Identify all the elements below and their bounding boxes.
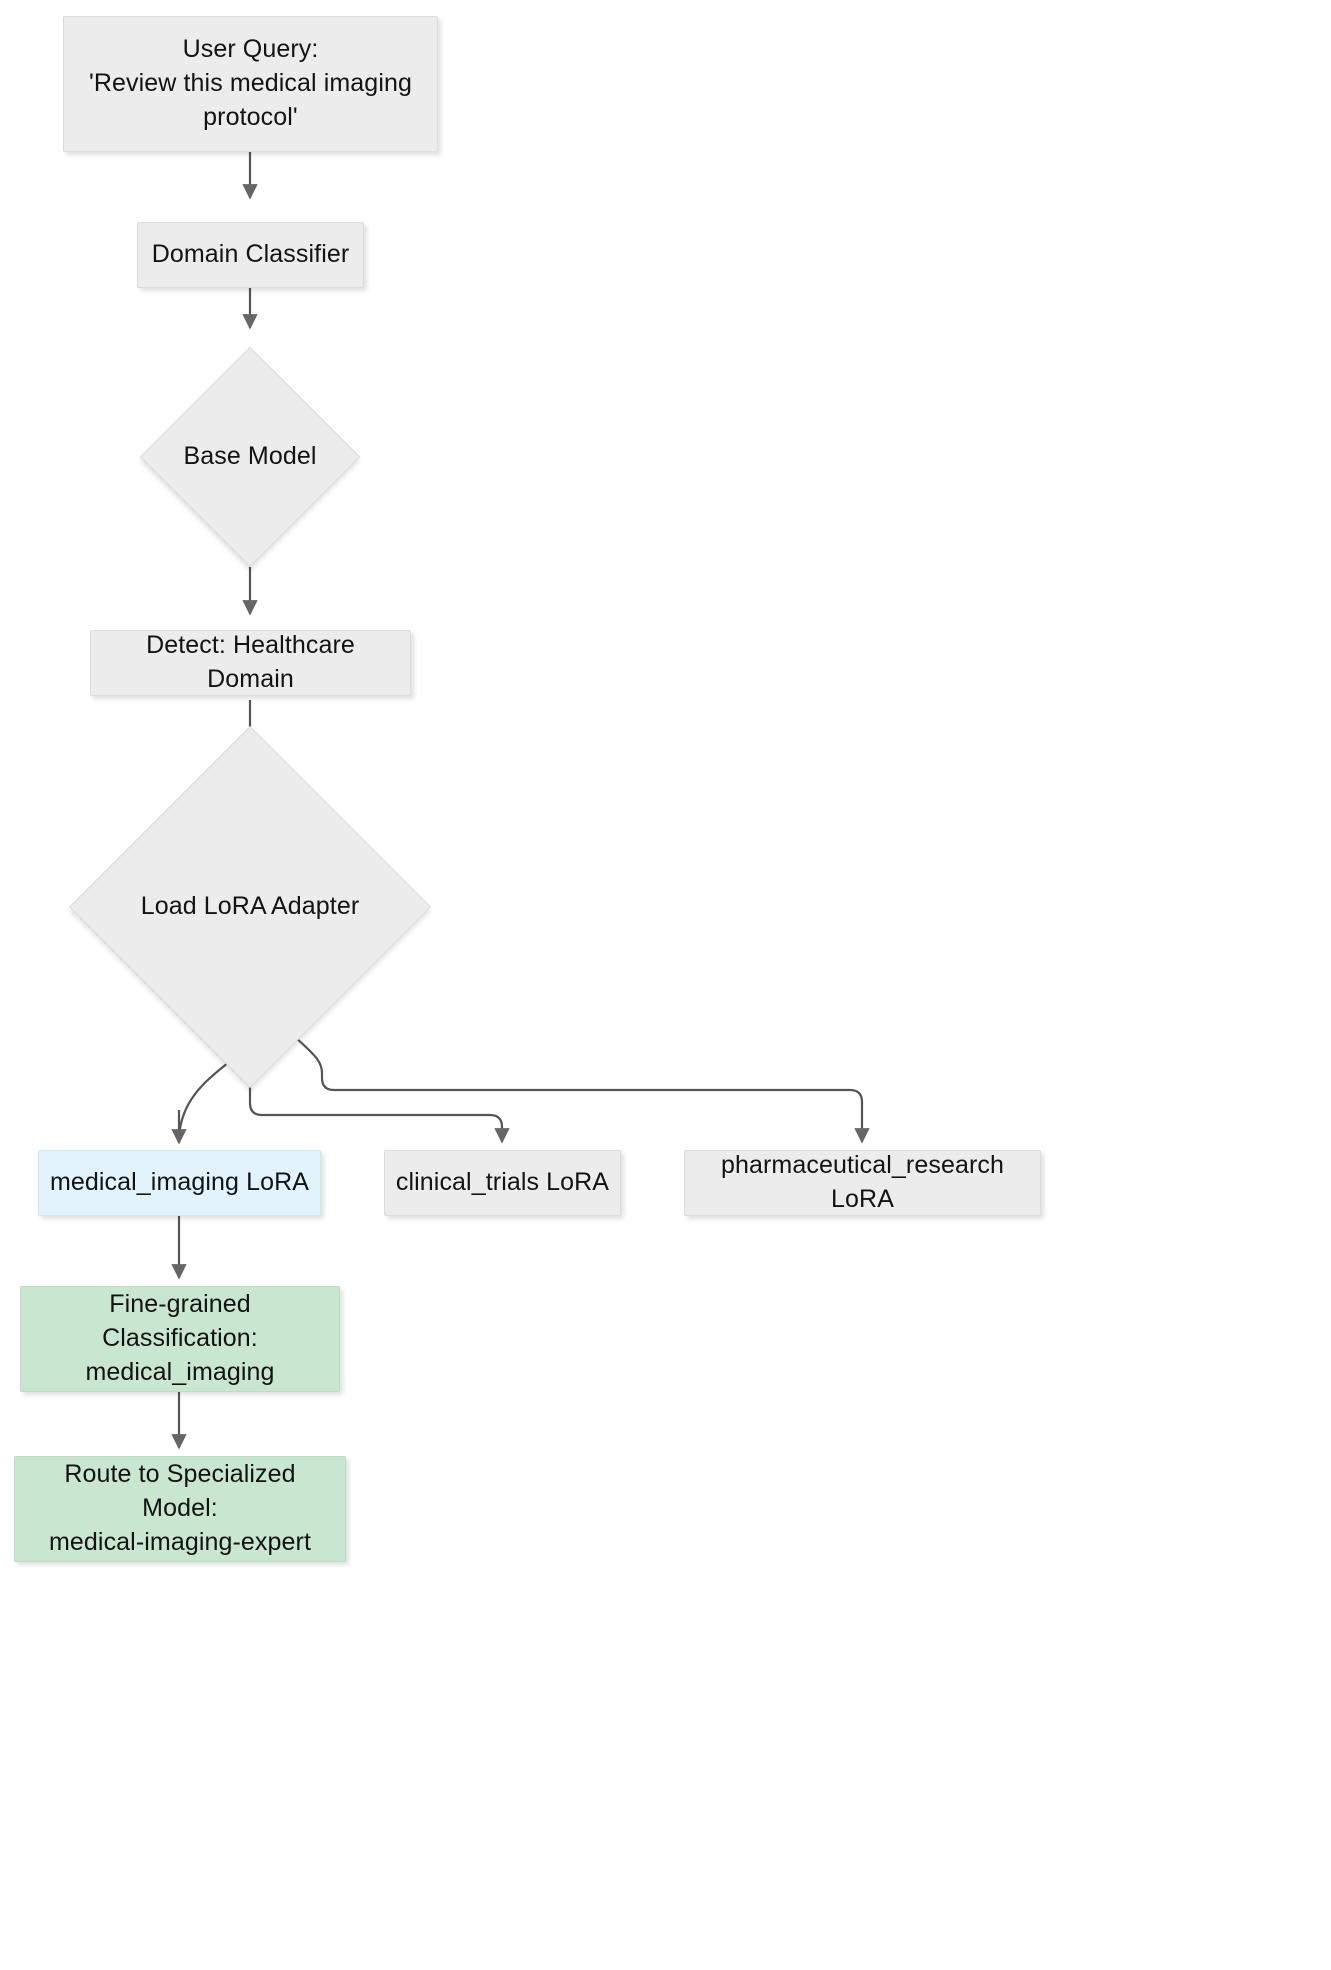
node-route-to-specialized-model[interactable]: Route to Specialized Model: medical-imag… [14, 1456, 346, 1562]
node-load-lora-adapter[interactable]: Load LoRA Adapter [68, 725, 432, 1089]
node-pharmaceutical-research-lora[interactable]: pharmaceutical_research LoRA [684, 1150, 1041, 1216]
node-detect-healthcare-domain-label: Detect: Healthcare Domain [146, 631, 355, 693]
node-load-lora-adapter-label: Load LoRA Adapter [140, 892, 360, 921]
node-fine-grained-classification-label: Fine-grained Classification: medical_ima… [85, 1290, 275, 1386]
node-fine-grained-classification[interactable]: Fine-grained Classification: medical_ima… [20, 1286, 340, 1392]
node-domain-classifier-label: Domain Classifier [151, 240, 350, 269]
node-domain-classifier[interactable]: Domain Classifier [137, 222, 364, 288]
node-clinical-trials-lora[interactable]: clinical_trials LoRA [384, 1150, 621, 1216]
node-medical-imaging-lora-label: medical_imaging LoRA [49, 1168, 310, 1197]
node-user-query-label: User Query: 'Review this medical imaging… [89, 35, 412, 131]
node-pharmaceutical-research-lora-label: pharmaceutical_research LoRA [720, 1151, 1004, 1213]
node-medical-imaging-lora[interactable]: medical_imaging LoRA [38, 1150, 321, 1216]
node-base-model[interactable]: Base Model [139, 346, 361, 568]
node-route-to-specialized-model-label: Route to Specialized Model: medical-imag… [48, 1460, 312, 1556]
edge-load-lora-adapter-to-pharmaceutical-research-lora [292, 1034, 870, 1144]
node-detect-healthcare-domain[interactable]: Detect: Healthcare Domain [90, 630, 411, 696]
node-user-query[interactable]: User Query: 'Review this medical imaging… [63, 16, 438, 152]
node-base-model-label: Base Model [183, 442, 317, 471]
node-clinical-trials-lora-label: clinical_trials LoRA [395, 1168, 610, 1197]
